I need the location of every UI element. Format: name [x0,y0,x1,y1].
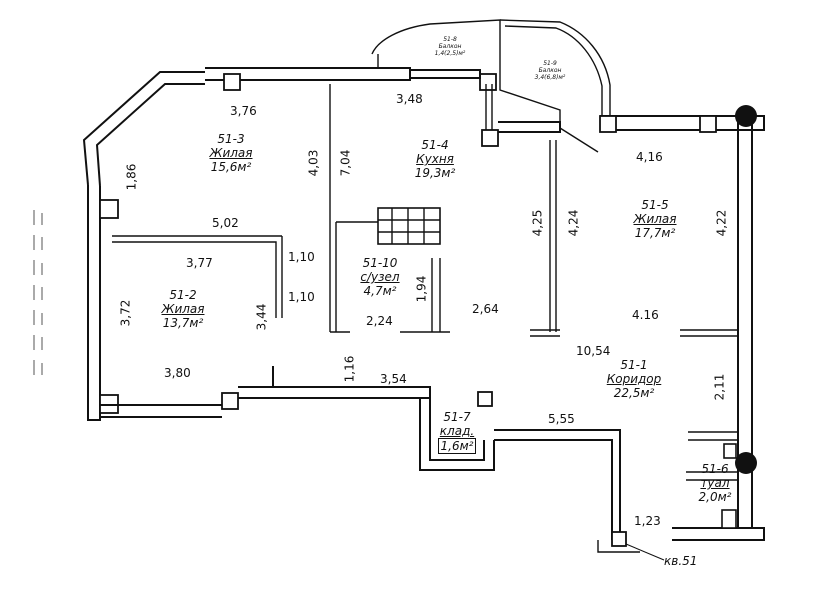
wall-bottom-right [672,527,765,541]
wall-entrance [494,429,621,540]
column [479,73,497,91]
room-id: 51-6 [701,462,729,476]
dim-3-80: 3,80 [164,366,191,380]
balcony-type: Балкон [538,67,562,74]
toilet-fixture [721,509,737,529]
room-id: 51-5 [641,198,669,212]
scan-ruler-marks [33,210,43,375]
room-51-5-label: 51-5 Жилая 17,7м² [620,198,690,240]
room-51-10-label: 51-10 с/узел 4,7м² [350,256,410,298]
balcony-id: 51-9 [543,60,557,67]
wall-top-51-3 [205,67,411,81]
column [481,129,499,147]
room-area: 19,3м² [414,166,456,180]
room-type: Жилая [633,212,677,226]
balcony-51-9-label: 51-9 Балкон 3,4(6,8)м² [528,60,572,81]
dim-1-94: 1,94 [414,275,429,303]
dim-2-24: 2,24 [366,314,393,328]
dim-7-04: 7,04 [338,149,353,177]
balcony-51-8-label: 51-8 Балкон 1,4(2,5)м² [428,36,472,57]
room-type: туал [700,476,730,490]
column [699,115,717,133]
dim-1-10-a: 1,10 [288,250,315,264]
balcony-51-9 [499,19,611,122]
round-column [735,452,757,474]
room-id: 51-7 [443,410,471,424]
wall-top-51-5 [600,115,765,131]
dim-3-44: 3,44 [254,303,269,331]
room-51-2-label: 51-2 Жилая 13,7м² [148,288,218,330]
room-area: 13,7м² [162,316,204,330]
balcony-id: 51-8 [443,36,457,43]
dim-1-16: 1,16 [342,355,357,383]
column [223,73,241,91]
dim-5-02: 5,02 [212,216,239,230]
vent-shaft [377,207,441,245]
dim-3-77: 3,77 [186,256,213,270]
wall-bottom-51-2 [100,404,222,418]
room-51-1-label: 51-1 Коридор 22,5м² [594,358,674,400]
round-column [735,105,757,127]
balcony-type: Балкон [438,43,462,50]
room-id: 51-10 [362,256,398,270]
dim-2-64: 2,64 [472,302,499,316]
dim-3-54: 3,54 [380,372,407,386]
column [599,115,617,133]
dim-4-22: 4,22 [714,209,729,237]
wall-left [87,185,101,421]
room-type: Кухня [416,152,454,166]
dim-4-16-top: 4,16 [636,150,663,164]
dim-4-03: 4,03 [306,149,321,177]
wall-wc [686,431,738,481]
room-area: 1,6м² [437,438,477,454]
dim-3-48: 3,48 [396,92,423,106]
column [611,531,627,547]
room-type: клад. [439,424,475,438]
dim-3-76: 3,76 [230,104,257,118]
dim-10-54: 10,54 [576,344,611,358]
dim-3-72: 3,72 [118,299,133,327]
wall-diagonal-nw [82,71,205,187]
room-area: 15,6м² [210,160,252,174]
room-51-4-label: 51-4 Кухня 19,3м² [400,138,470,180]
room-type: с/узел [360,270,400,284]
wall-pantry [419,398,495,471]
room-id: 51-1 [620,358,648,372]
room-area: 17,7м² [634,226,676,240]
room-51-3-label: 51-3 Жилая 15,6м² [196,132,266,174]
dim-5-55: 5,55 [548,412,575,426]
room-type: Жилая [209,146,253,160]
dim-4-25: 4,25 [530,209,545,237]
room-id: 51-4 [421,138,449,152]
dim-1-10-b: 1,10 [288,290,315,304]
room-type: Коридор [606,372,662,386]
room-area: 2,0м² [698,490,732,504]
column [99,199,119,219]
dim-1-23: 1,23 [634,514,661,528]
dim-4-24: 4,24 [566,209,581,237]
room-51-6-label: 51-6 туал 2,0м² [692,462,738,504]
room-area: 22,5м² [613,386,655,400]
dim-4-16-mid: 4.16 [632,308,659,322]
column [477,391,493,407]
dim-2-11: 2,11 [712,373,727,401]
balcony-area: 3,4(6,8)м² [534,74,566,81]
wall-bottom-corridor [238,386,431,399]
sink-fixture [723,443,737,459]
wall-51-2-top [112,235,283,318]
room-id: 51-2 [169,288,197,302]
room-type: Жилая [161,302,205,316]
room-area: 4,7м² [363,284,397,298]
column [221,392,239,410]
balcony-area: 1,4(2,5)м² [434,50,466,57]
balcony-51-8 [371,19,501,68]
apartment-label: кв.51 [664,554,698,568]
room-id: 51-3 [217,132,245,146]
room-51-7-label: 51-7 клад. 1,6м² [432,410,482,454]
dim-1-86: 1,86 [124,163,139,191]
